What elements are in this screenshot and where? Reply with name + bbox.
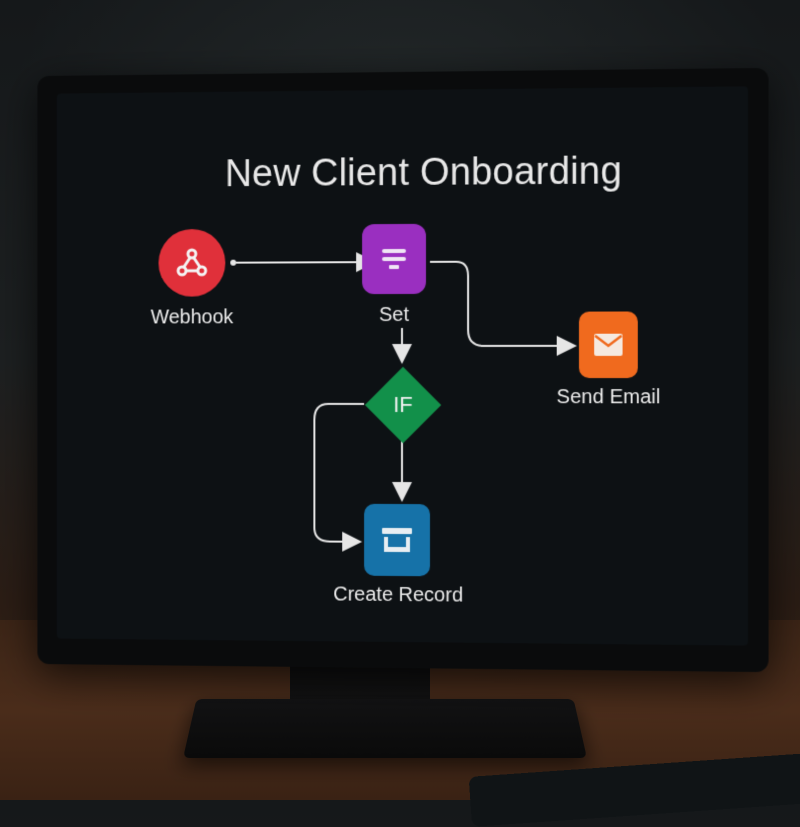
node-webhook[interactable] — [158, 229, 225, 297]
node-create-record[interactable] — [364, 504, 430, 576]
envelope-icon — [593, 333, 623, 357]
set-lines-icon — [378, 243, 410, 275]
archive-box-icon — [380, 526, 414, 554]
if-label: IF — [393, 392, 413, 418]
webhook-icon — [174, 245, 209, 281]
edge-set-to-send-email[interactable] — [430, 261, 573, 346]
node-if[interactable]: IF — [365, 367, 441, 443]
monitor-stand-base — [183, 699, 587, 758]
node-label-create-record: Create Record — [328, 583, 468, 607]
node-label-set: Set — [354, 304, 434, 327]
monitor: New Client Onboarding — [37, 68, 768, 672]
edge-if-to-create-record-false[interactable] — [314, 404, 364, 542]
edge-webhook-to-set[interactable] — [230, 259, 372, 266]
node-label-webhook: Webhook — [143, 306, 241, 329]
node-label-send-email: Send Email — [547, 386, 671, 409]
node-set[interactable] — [362, 224, 426, 294]
workflow-canvas: New Client Onboarding — [57, 86, 748, 645]
node-send-email[interactable] — [579, 311, 638, 378]
